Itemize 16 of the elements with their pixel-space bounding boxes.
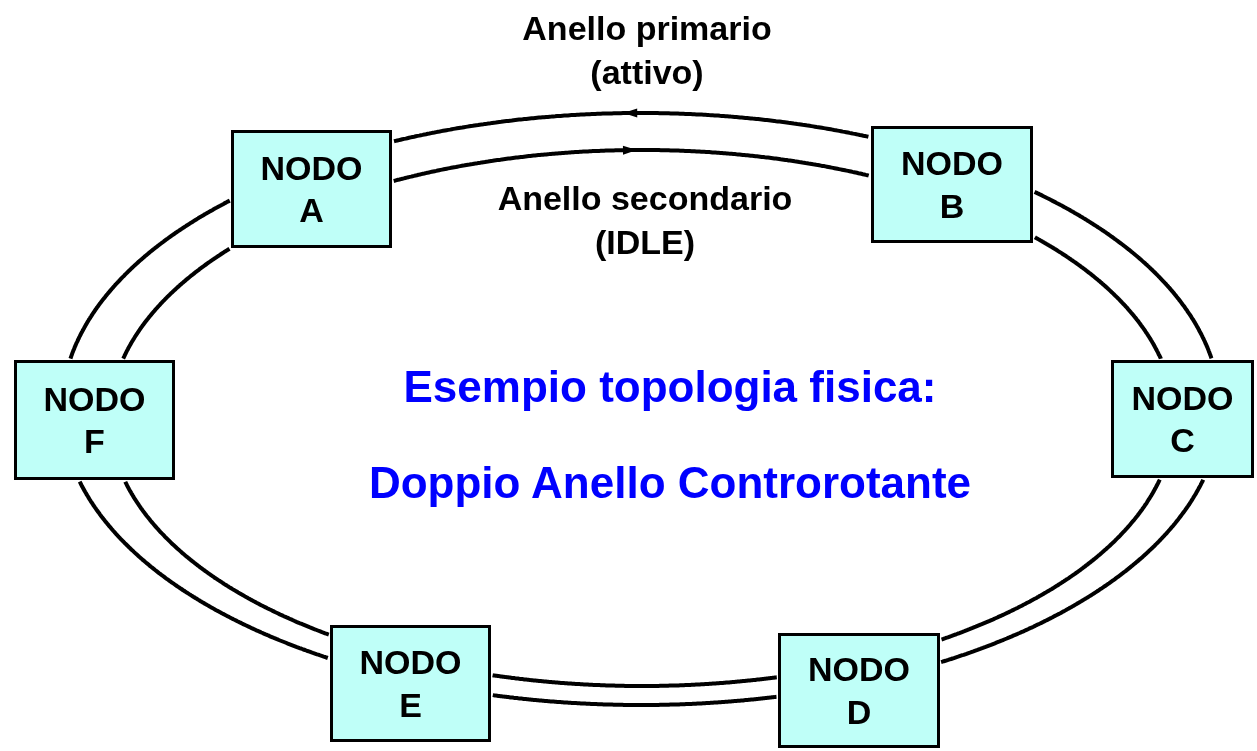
node-label: NODO B (901, 143, 1003, 227)
node-label: NODO D (808, 649, 910, 733)
node-box (330, 625, 491, 742)
diagram-heading: Esempio topologia fisica: (402, 361, 938, 413)
node-label: NODO E (359, 642, 462, 726)
node-box (778, 633, 940, 748)
diagram-heading: Doppio Anello Controrotante (367, 457, 973, 509)
node-label: NODO C (1131, 377, 1234, 461)
node-box (231, 130, 392, 248)
ring-label: Anello secondario (IDLE) (496, 178, 794, 264)
node-box (1111, 360, 1254, 478)
node-label: NODO A (260, 147, 363, 231)
node-box (14, 360, 175, 480)
node-label: NODO F (43, 378, 146, 462)
node-box (871, 126, 1033, 243)
ring-label: Anello primario (attivo) (521, 8, 773, 94)
